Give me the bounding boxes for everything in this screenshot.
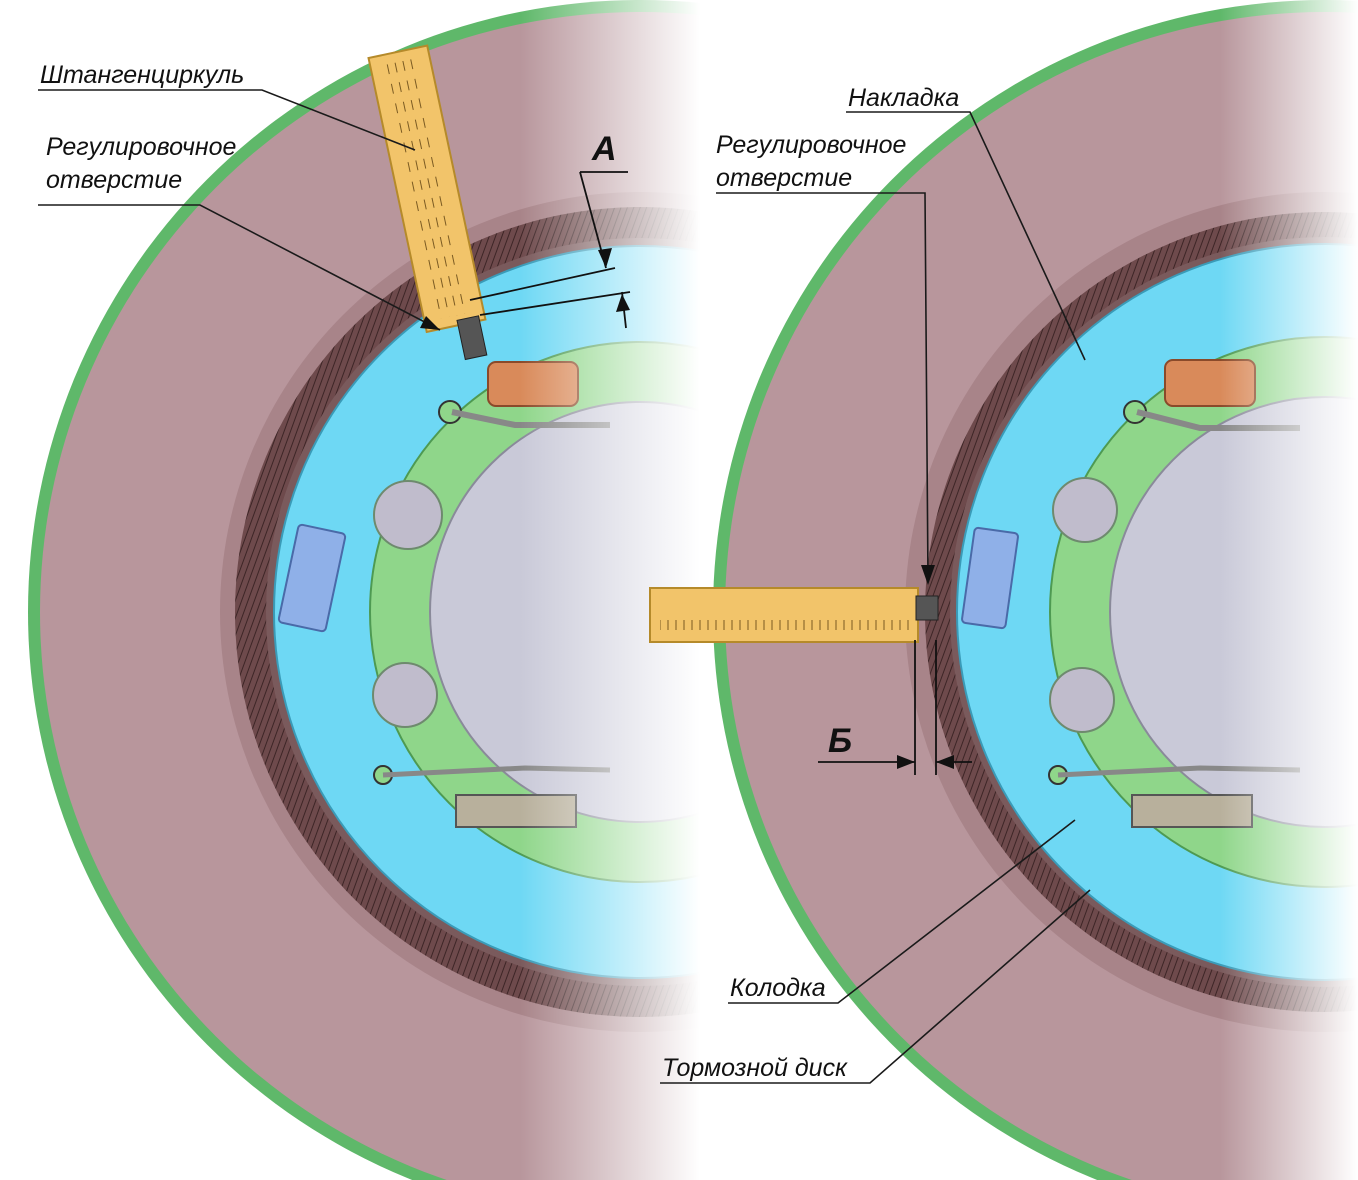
- dimension-b: [818, 640, 972, 775]
- right-brake-assembly: [713, 0, 1358, 1180]
- left-plate-hole-bottom: [372, 662, 438, 728]
- dimension-b-label: Б: [828, 722, 852, 760]
- dimension-a-label: А: [591, 130, 617, 168]
- left-caliper: [367, 44, 488, 361]
- right-plate-hole-top: [1052, 477, 1118, 543]
- adj-hole-left-label-line1: Регулировочное: [46, 133, 236, 161]
- adj-hole-left-label-line2: отверстие: [46, 166, 182, 194]
- left-brake-assembly: [28, 0, 700, 1180]
- adj-hole-right-label-line2: отверстие: [716, 164, 852, 192]
- right-shoe-clip: [961, 526, 1019, 630]
- left-shoe-clip: [277, 523, 347, 633]
- adj-hole-right-label-line1: Регулировочное: [716, 131, 906, 159]
- right-fade: [1220, 0, 1358, 1180]
- lining-label: Накладка: [848, 84, 959, 112]
- right-plate-hole-bottom: [1049, 667, 1115, 733]
- leader-lines: [38, 89, 1091, 1084]
- disc-label: Тормозной диск: [662, 1054, 848, 1082]
- shoe-label: Колодка: [730, 974, 826, 1002]
- caliper-label: Штангенциркуль: [40, 61, 244, 89]
- left-plate-hole-top: [373, 480, 443, 550]
- dimension-a: [469, 171, 631, 329]
- right-caliper: [649, 587, 939, 643]
